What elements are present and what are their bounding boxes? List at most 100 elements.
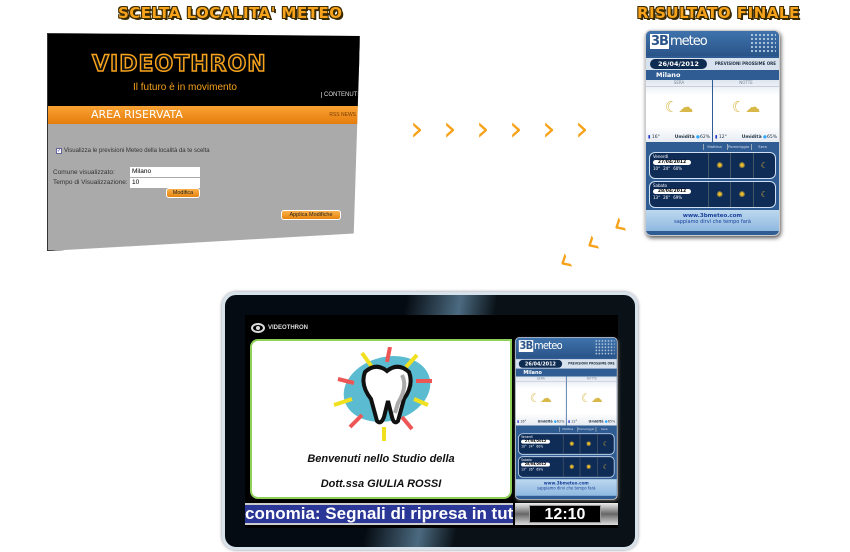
nav-contenuti[interactable]: CONTENUTI <box>321 92 359 98</box>
meteo-checkbox[interactable]: ✓ <box>56 148 62 154</box>
day-humidity: 60% <box>673 166 683 171</box>
sun-cloud-icon: ✺ <box>708 153 730 178</box>
logo-num: 3B <box>518 340 534 353</box>
period-column: NOTTE ☾☁ ▮ 12° Umidità ●65% <box>566 376 617 426</box>
meteo-slogan: sappiamo dirvi che tempo farà <box>537 486 596 492</box>
drop-icon: ● <box>763 135 767 140</box>
moon-cloud-icon: ☾☁ <box>664 98 694 116</box>
moon-icon: ☾ <box>596 434 614 454</box>
chevron-left-icon: ‹ <box>602 204 635 246</box>
day-name: Venerdì <box>653 154 669 159</box>
meteo-slogan: sappiamo dirvi che tempo farà <box>674 219 751 225</box>
humidity-label: Umidità <box>674 135 695 140</box>
city-name: Milano <box>523 369 542 376</box>
sun-cloud-icon: ✺ <box>579 434 597 454</box>
day-info: Sabato 28/04/2012 13° 26° 69% <box>519 457 563 477</box>
temperature: 16° <box>520 419 527 424</box>
day-name: Sabato <box>521 457 532 462</box>
sun-cloud-icon: ✺ <box>730 153 752 178</box>
modifica-button[interactable]: Modifica <box>166 188 200 198</box>
tempo-label: Tempo di Visualizzazione: <box>53 179 128 186</box>
sun-cloud-icon: ✺ <box>562 434 580 454</box>
dots-decoration-icon <box>594 339 615 356</box>
date-badge: 26/04/2012 <box>518 359 563 368</box>
chevron-right-icon: › <box>476 109 490 149</box>
chevron-right-icon: › <box>443 109 457 149</box>
thermometer-temp: ▮ 16° <box>648 135 660 140</box>
day-name: Venerdì <box>521 434 533 439</box>
chevron-right-icon: › <box>542 109 556 149</box>
tagline: Il futuro è in movimento <box>133 82 237 93</box>
day-humidity: 69% <box>673 195 683 200</box>
day-forecast: Venerdì 27/04/2012 10° 24° 60% ✺ ✺ ☾ <box>518 433 615 455</box>
drop-icon: ● <box>553 419 557 424</box>
slot-label: Sera <box>595 427 613 432</box>
meteo-footer: www.3bmeteo.com sappiamo dirvi che tempo… <box>646 210 779 231</box>
thermometer-icon: ▮ <box>648 135 651 140</box>
humidity: Umidità ●62% <box>538 420 565 424</box>
period-label: NOTTE <box>713 80 779 87</box>
moon-icon: ☾ <box>752 182 775 207</box>
humidity-value: 62% <box>556 419 565 424</box>
tv-screen: VIDEOTHRON Benvenuti nello Studio della … <box>245 315 618 528</box>
day-stats: 10° 24° 60% <box>653 166 705 171</box>
period-column: NOTTE ☾☁ ▮ 12° Umidità ●65% <box>713 80 779 142</box>
moon-icon: ☾ <box>752 153 775 178</box>
slot-label: Sera <box>751 144 773 150</box>
tmax: 26° <box>663 195 671 200</box>
welcome-slide: Benvenuti nello Studio della Dott.ssa GI… <box>250 339 512 499</box>
day-name: Sabato <box>653 183 667 188</box>
logo-text: meteo <box>669 34 708 49</box>
comune-input[interactable]: Milano <box>130 167 200 177</box>
tempo-input[interactable]: 10 <box>130 178 200 188</box>
current-forecast: SERA ☾☁ ▮ 16° Umidità ●62% NOTTE ☾☁ ▮ 12… <box>515 376 617 426</box>
humidity-label: Umidità <box>588 419 604 424</box>
day-date: 27/04/2012 <box>653 160 691 165</box>
day-forecast: Sabato 28/04/2012 13° 26° 69% ✺ ✺ ☾ <box>649 181 776 208</box>
day-stats: 13° 26° 69% <box>653 195 705 200</box>
clock-panel: 12:10 <box>515 503 618 525</box>
meteo-checkbox-row[interactable]: ✓ Visualizza le previsioni Meteo della l… <box>56 148 210 154</box>
day-humidity: 69% <box>536 467 544 472</box>
period-stats: ▮ 16° Umidità ●62% <box>517 420 564 424</box>
day-info: Venerdì 27/04/2012 10° 24° 60% <box>519 434 563 454</box>
section-title: AREA RISERVATA <box>91 108 183 121</box>
humidity-value: 62% <box>699 135 710 140</box>
section-band: AREA RISERVATA RSS NEWS <box>48 106 359 124</box>
thermometer-icon: ▮ <box>517 419 520 424</box>
period-label: NOTTE <box>566 377 617 383</box>
applica-modifiche-button[interactable]: Applica Modifiche <box>281 210 341 220</box>
chevron-left-icon: ‹ <box>575 222 608 264</box>
day-forecast: Sabato 28/04/2012 13° 26° 69% ✺ ✺ ☾ <box>518 456 615 478</box>
day-stats: 13° 26° 69% <box>521 467 561 471</box>
tmax: 24° <box>663 166 671 171</box>
tmax: 24° <box>528 444 535 449</box>
meteo-url[interactable]: www.3bmeteo.com <box>682 213 743 219</box>
chevron-right-icon: › <box>509 109 523 149</box>
tv-brand-text: VIDEOTHRON <box>268 325 309 331</box>
period-label: SERA <box>646 80 712 87</box>
tmin: 10° <box>521 444 527 449</box>
eye-logo-icon <box>251 323 265 333</box>
welcome-line-2: Dott.ssa GIULIA ROSSI <box>320 478 442 490</box>
humidity-label: Umidità <box>741 135 762 140</box>
day-info: Sabato 28/04/2012 13° 26° 69% <box>650 182 708 207</box>
chevron-right-icon: › <box>410 109 424 149</box>
news-ticker: conomia: Segnali di ripresa in tut <box>245 503 513 525</box>
city-name: Milano <box>656 71 681 79</box>
slot-label: Pomeriggio <box>577 427 595 432</box>
thermometer-temp: ▮ 12° <box>715 135 727 140</box>
day-forecast: Venerdì 27/04/2012 10° 24° 60% ✺ ✺ ☾ <box>649 152 776 179</box>
videothron-logo: VIDEOTHRON <box>91 51 267 78</box>
sun-cloud-icon: ✺ <box>579 457 597 477</box>
meteo-url[interactable]: www.3bmeteo.com <box>543 481 589 487</box>
date-row: 26/04/2012 PREVISIONI PROSSIME ORE <box>646 58 779 70</box>
forecast-header: PREVISIONI PROSSIME ORE <box>714 61 776 66</box>
date-row: 26/04/2012 PREVISIONI PROSSIME ORE <box>515 359 617 369</box>
sun-cloud-icon: ✺ <box>708 182 730 207</box>
nav-rss-news[interactable]: RSS NEWS <box>329 112 356 118</box>
